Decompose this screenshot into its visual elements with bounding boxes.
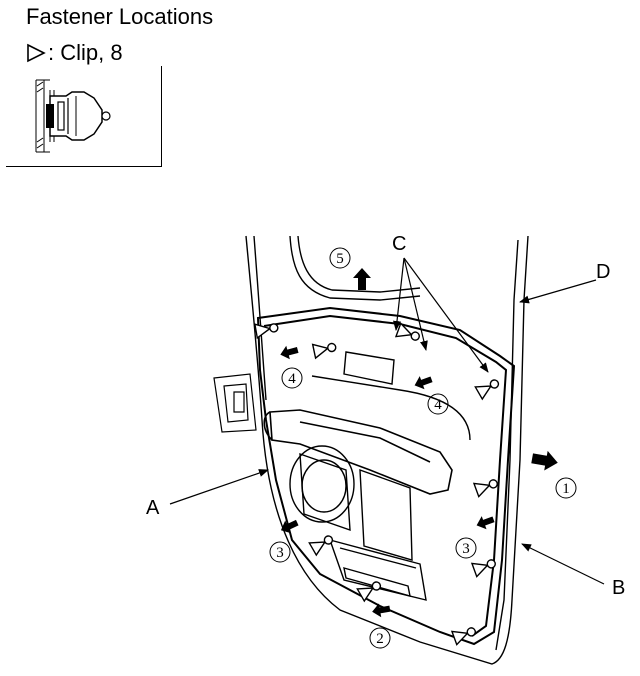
- step-3b: 3: [455, 537, 477, 559]
- leader-c-1: [393, 257, 405, 331]
- step-5: 5: [329, 247, 351, 269]
- step-4b: 4: [427, 393, 449, 415]
- clip-legend-text: : Clip, 8: [48, 40, 123, 65]
- door-pocket: [328, 538, 427, 601]
- clip-5: [472, 479, 498, 498]
- arrow-step-3b: [476, 516, 495, 530]
- svg-text:1: 1: [562, 481, 570, 497]
- svg-text:3: 3: [276, 545, 284, 561]
- callout-c: C: [392, 233, 406, 255]
- clip-9: [450, 627, 476, 646]
- door-trim-panel: [256, 306, 516, 646]
- svg-text:4: 4: [288, 371, 296, 387]
- clip-1: [253, 323, 279, 340]
- clip-6: [470, 559, 496, 578]
- step-4a: 4: [281, 367, 303, 389]
- speaker-grille: [289, 445, 413, 561]
- leader-c-3: [403, 257, 489, 373]
- svg-text:2: 2: [376, 631, 384, 647]
- triangle-clip-icon: [27, 43, 46, 63]
- leader-c-2: [403, 257, 428, 351]
- arrow-step-3a: [280, 519, 299, 534]
- leader-b: [521, 543, 605, 585]
- step-1: 1: [555, 477, 577, 499]
- diagram-title: Fastener Locations: [26, 4, 214, 29]
- leader-lines: [169, 257, 605, 585]
- callout-a: A: [146, 497, 160, 519]
- step-3a: 3: [269, 541, 291, 563]
- clip-detail-inset: [6, 66, 162, 167]
- clip-legend: : Clip, 8: [26, 40, 123, 66]
- arrow-step-4b: [414, 376, 433, 390]
- arrow-step-2: [372, 603, 391, 618]
- step-2: 2: [369, 627, 391, 649]
- clip-8: [356, 581, 382, 603]
- callout-d: D: [596, 261, 610, 283]
- clip-detail-drawing: [35, 79, 111, 153]
- callout-b: B: [612, 577, 625, 599]
- leader-a: [169, 469, 269, 505]
- svg-text:5: 5: [336, 251, 344, 267]
- svg-text:4: 4: [434, 397, 442, 413]
- door-frame: [245, 235, 529, 665]
- arrow-step-4a: [280, 345, 299, 360]
- latch-mechanism: [213, 373, 257, 433]
- clip-7: [308, 535, 334, 557]
- svg-text:3: 3: [462, 541, 470, 557]
- arrow-step-1: [531, 450, 558, 471]
- arrow-step-5: [353, 268, 371, 290]
- leader-d: [519, 279, 597, 304]
- clip-4: [474, 379, 500, 401]
- switch-cutout: [311, 351, 471, 441]
- clip-2: [311, 342, 337, 360]
- step-numbers: 5 4 4 1 3 3 2: [269, 247, 577, 649]
- armrest: [263, 409, 453, 495]
- clip-markers: [253, 322, 500, 646]
- pull-direction-arrows: [280, 268, 558, 618]
